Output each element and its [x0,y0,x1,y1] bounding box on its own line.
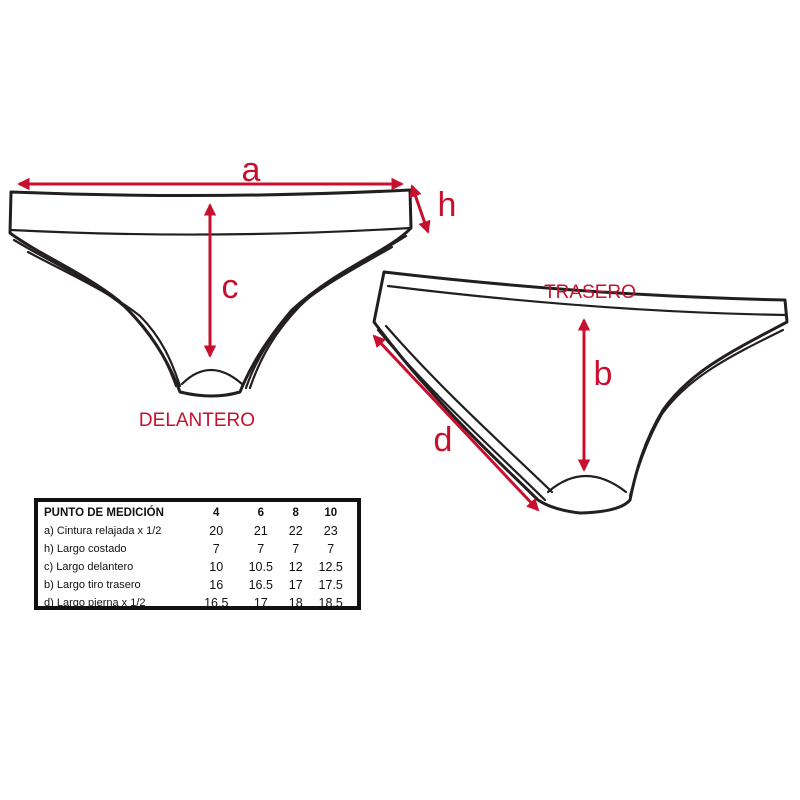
table-cell: 7 [257,542,265,556]
table-cell: 17.5 [318,578,343,592]
table-row: d) Largo pierna x 1/2 16.5 17 18 18.5 [44,594,353,612]
table-header-cell: 6 [257,507,264,519]
measure-label-h: h [438,186,457,224]
table-cell: 21 [253,524,268,538]
table-row-label: d) Largo pierna x 1/2 [44,597,146,609]
table-header-cell: 8 [292,507,299,519]
table-cell: 7 [327,542,335,556]
size-measurement-table: PUNTO DE MEDICIÓN 4 6 8 10 a) Cintura re… [34,498,361,610]
front-left-leg-binding-inner [26,250,182,388]
measure-arrow-h [409,184,431,234]
table-cell: 16 [209,578,224,592]
table-cell: 17 [253,596,268,610]
table-row: b) Largo tiro trasero 16 16.5 17 17.5 [44,576,353,594]
table-cell: 16.5 [248,578,273,592]
table-cell: 7 [292,542,300,556]
back-gusset-seam [546,474,628,494]
table-header-row: PUNTO DE MEDICIÓN 4 6 8 10 [44,505,353,522]
front-right-leg-binding-inner [244,245,394,390]
table-row: c) Largo delantero 10 10.5 12 12.5 [44,558,353,576]
back-right-leg-binding [628,328,785,498]
measure-arrow-d [372,334,540,512]
back-view-label: TRASERO [544,282,636,303]
table-cell: 12 [288,560,303,574]
measure-label-a: a [242,151,261,189]
table-cell: 17 [288,578,303,592]
front-left-leg-binding-outer [12,238,178,388]
table-header-cell: 10 [324,507,338,519]
table-row-label: a) Cintura relajada x 1/2 [44,525,162,537]
table-cell: 12.5 [318,560,343,574]
back-garment [372,270,789,515]
table-cell: 20 [209,524,224,538]
table-cell: 16.5 [204,596,229,610]
table-row: h) Largo costado 7 7 7 7 [44,540,353,558]
table-row-label: h) Largo costado [44,543,127,555]
measure-label-c: c [222,268,239,306]
measure-label-d: d [434,421,453,459]
front-view-label: DELANTERO [139,410,255,431]
table-cell: 23 [323,524,338,538]
back-waistband-seam [386,284,788,317]
table-row-label: b) Largo tiro trasero [44,579,141,591]
table-header-cell: PUNTO DE MEDICIÓN [44,507,164,519]
size-table-grid: PUNTO DE MEDICIÓN 4 6 8 10 a) Cintura re… [44,505,353,612]
table-cell: 10 [209,560,224,574]
table-cell: 18 [288,596,303,610]
table-cell: 22 [288,524,303,538]
table-cell: 18.5 [318,596,343,610]
table-row: a) Cintura relajada x 1/2 20 21 22 23 [44,522,353,540]
table-header-cell: 4 [213,507,220,519]
table-row-label: c) Largo delantero [44,561,134,573]
front-gusset-seam [180,369,244,386]
table-cell: 7 [212,542,220,556]
measure-label-b: b [594,355,613,393]
table-cell: 10.5 [248,560,273,574]
